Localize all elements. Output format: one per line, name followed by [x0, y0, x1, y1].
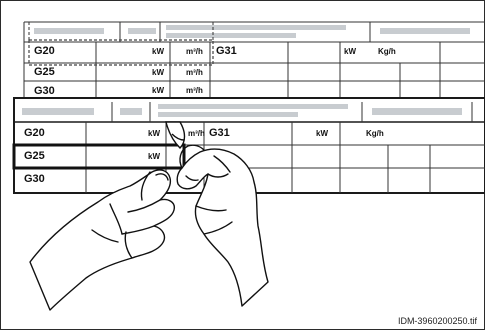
left-hand — [29, 169, 175, 311]
back-gas-label-g30: G30 — [34, 85, 55, 97]
front-gas-label-g25: G25 — [24, 150, 45, 162]
back-gas-label-g31: G31 — [216, 45, 237, 57]
front-gas-label-g20: G20 — [24, 127, 45, 139]
back-gas-label-g20: G20 — [34, 45, 55, 57]
front-unit-kw-g31: kW — [316, 129, 328, 138]
right-hand — [176, 144, 269, 307]
peeled-corner — [165, 121, 186, 149]
back-unit-flow-g30: m³/h — [186, 86, 203, 95]
image-caption: IDM-3960200250.tif — [397, 316, 477, 326]
back-plate — [23, 21, 485, 100]
front-unit-kw-g20: kW — [148, 129, 160, 138]
back-gas-label-g25: G25 — [34, 66, 55, 78]
back-unit-kw-g30: kW — [152, 86, 164, 95]
back-unit-flow-g25: m³/h — [186, 68, 203, 77]
back-unit-kw-g31: kW — [344, 47, 356, 56]
back-unit-kw-g20: kW — [152, 47, 164, 56]
back-unit-kw-g25: kW — [152, 68, 164, 77]
front-gas-label-g31: G31 — [209, 127, 230, 139]
front-gas-label-g30: G30 — [24, 173, 45, 185]
front-unit-kw-g25: kW — [148, 152, 160, 161]
front-unit-flow-g31: Kg/h — [366, 129, 384, 138]
back-unit-flow-g31: Kg/h — [378, 47, 396, 56]
back-unit-flow-g20: m³/h — [186, 47, 203, 56]
front-unit-flow-g20: m³/h — [188, 129, 205, 138]
